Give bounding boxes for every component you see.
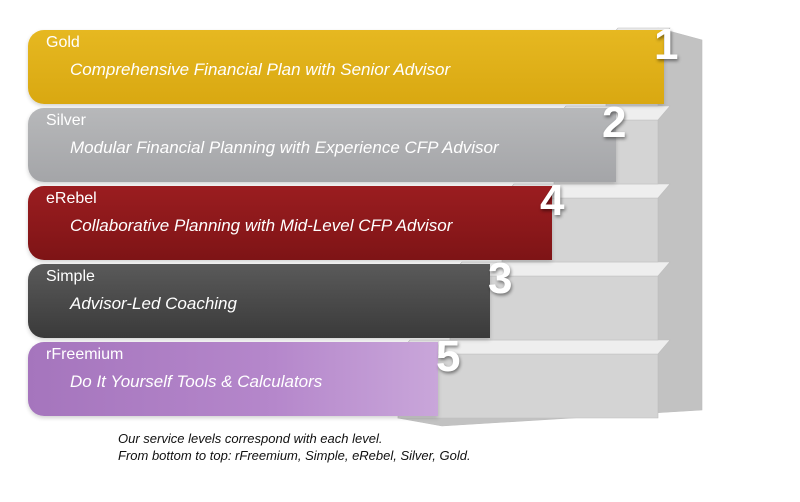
caption-line: Our service levels correspond with each … bbox=[118, 431, 383, 446]
tier-gold: Gold Comprehensive Financial Plan with S… bbox=[28, 30, 664, 104]
tier-name: Simple bbox=[46, 268, 95, 285]
tier-erebel: eRebel Collaborative Planning with Mid-L… bbox=[28, 186, 552, 260]
tier-silver: Silver Modular Financial Planning with E… bbox=[28, 108, 616, 182]
tier-name: eRebel bbox=[46, 190, 97, 207]
tier-description: Do It Yourself Tools & Calculators bbox=[70, 372, 323, 391]
caption-line: From bottom to top: rFreemium, Simple, e… bbox=[118, 448, 471, 463]
step-number: 4 bbox=[540, 176, 565, 225]
tier-description: Collaborative Planning with Mid-Level CF… bbox=[70, 216, 453, 235]
tier-name: Silver bbox=[46, 112, 87, 129]
step-number: 2 bbox=[602, 98, 627, 147]
step-number: 5 bbox=[436, 332, 461, 381]
tier-name: Gold bbox=[46, 34, 80, 51]
caption: Our service levels correspond with each … bbox=[118, 430, 471, 464]
step-number: 1 bbox=[654, 20, 679, 69]
tier-simple: Simple Advisor-Led Coaching bbox=[28, 264, 490, 338]
step-number: 3 bbox=[488, 254, 513, 303]
tier-description: Comprehensive Financial Plan with Senior… bbox=[70, 60, 451, 79]
tier-description: Advisor-Led Coaching bbox=[70, 294, 237, 313]
tier-rfreemium: rFreemium Do It Yourself Tools & Calcula… bbox=[28, 342, 438, 416]
tier-description: Modular Financial Planning with Experien… bbox=[70, 138, 499, 157]
tier-name: rFreemium bbox=[46, 346, 124, 363]
